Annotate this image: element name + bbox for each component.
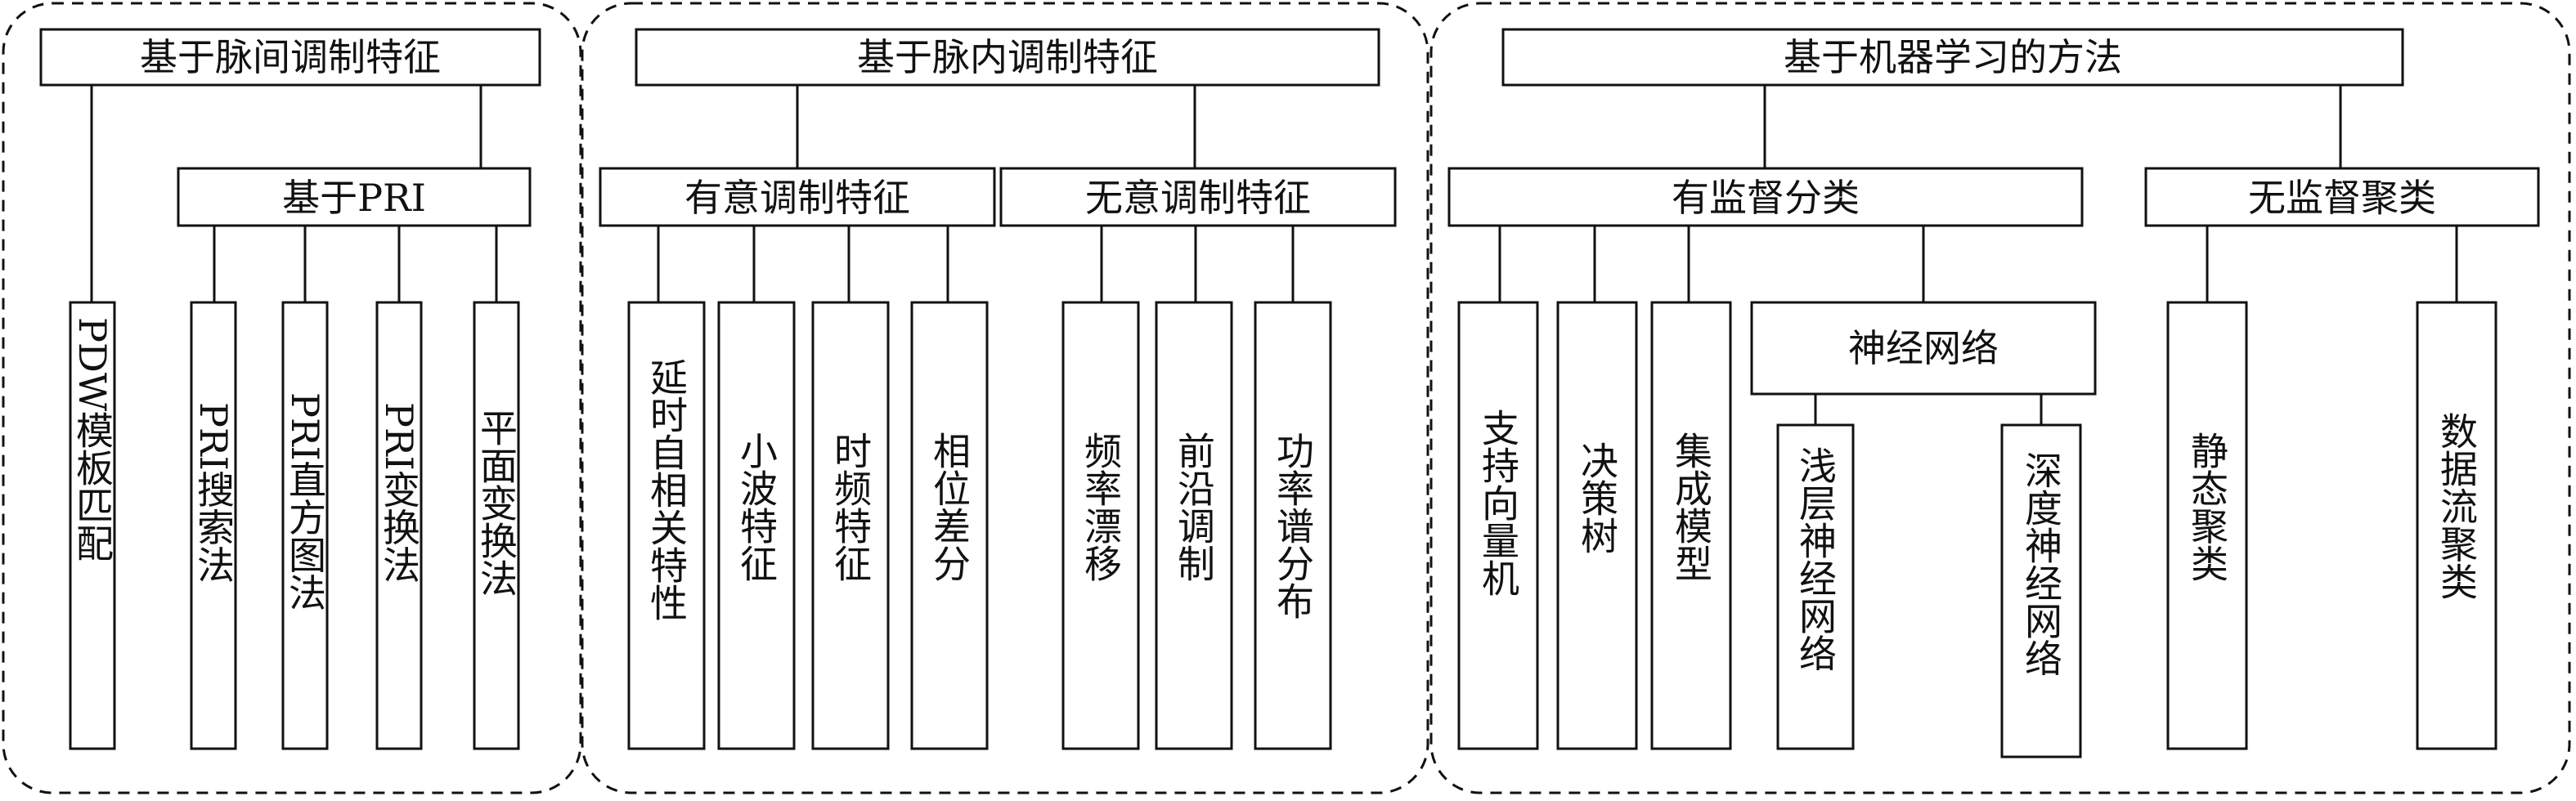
inter-pulse-root: 基于脉间调制特征 (39, 28, 541, 87)
svg-text:功率谱分布: 功率谱分布 (1271, 432, 1315, 620)
svg-text:PRI搜索法: PRI搜索法 (191, 402, 236, 584)
leaf-pri-search: PRI搜索法 (190, 301, 237, 750)
group-intra-pulse (581, 2, 1429, 794)
svg-text:神经网络: 神经网络 (1848, 326, 1999, 370)
unintentional-modulation-node: 无意调制特征 (999, 167, 1397, 227)
svg-text:PRI变换法: PRI变换法 (377, 402, 421, 584)
svg-text:浅层神经网络: 浅层神经网络 (1793, 446, 1838, 672)
leaf-wavelet-feature: 小波特征 (717, 301, 796, 750)
svg-text:支持向量机: 支持向量机 (1476, 409, 1520, 597)
leaf-time-frequency-feature: 时频特征 (811, 301, 890, 750)
leaf-phase-difference: 相位差分 (910, 301, 989, 750)
leaf-power-spectrum: 功率谱分布 (1254, 301, 1332, 750)
intentional-modulation-node: 有意调制特征 (599, 167, 996, 227)
leaf-delay-autocorrelation: 延时自相关特性 (627, 301, 706, 750)
svg-text:无意调制特征: 无意调制特征 (1085, 176, 1311, 220)
svg-text:决策树: 决策树 (1575, 441, 1619, 554)
group-machine-learning (1429, 2, 2571, 794)
svg-text:时频特征: 时频特征 (828, 432, 873, 582)
leaf-support-vector-machine: 支持向量机 (1457, 301, 1539, 750)
machine-learning-title: 基于机器学习的方法 (1784, 35, 2122, 79)
leaf-stream-clustering: 数据流聚类 (2416, 301, 2497, 750)
leaf-ensemble-model: 集成模型 (1650, 301, 1732, 750)
leaf-decision-tree: 决策树 (1556, 301, 1638, 750)
svg-text:频率漂移: 频率漂移 (1079, 432, 1123, 582)
svg-text:前沿调制: 前沿调制 (1172, 432, 1216, 582)
svg-text:有监督分类: 有监督分类 (1672, 176, 1860, 220)
group-inter-pulse (2, 2, 582, 794)
svg-text:相位差分: 相位差分 (927, 432, 972, 582)
leaf-static-clustering: 静态聚类 (2166, 301, 2248, 750)
leaf-leading-edge-modulation: 前沿调制 (1155, 301, 1233, 750)
leaf-plane-transform: 平面变换法 (473, 301, 520, 750)
connectors (90, 85, 2458, 425)
svg-text:延时自相关特性: 延时自相关特性 (644, 358, 689, 621)
svg-text:深度神经网络: 深度神经网络 (2019, 451, 2063, 677)
leaf-deep-neural-network: 深度神经网络 (2000, 423, 2082, 758)
leaf-pdw-template-match: PDW模板匹配 (69, 301, 116, 750)
leaf-pri-histogram: PRI直方图法 (281, 301, 329, 750)
svg-text:平面变换法: 平面变换法 (474, 409, 518, 597)
intra-pulse-title: 基于脉内调制特征 (857, 35, 1158, 79)
svg-text:PDW模板匹配: PDW模板匹配 (70, 317, 114, 562)
leaf-pri-transform: PRI变换法 (375, 301, 423, 750)
leaf-frequency-drift: 频率漂移 (1061, 301, 1140, 750)
svg-text:有意调制特征: 有意调制特征 (684, 176, 910, 220)
svg-text:PRI直方图法: PRI直方图法 (283, 392, 327, 611)
pri-node: 基于PRI (177, 167, 532, 227)
supervised-node: 有监督分类 (1447, 167, 2084, 227)
pri-title: 基于PRI (282, 176, 426, 220)
svg-text:数据流聚类: 数据流聚类 (2435, 412, 2479, 600)
svg-text:静态聚类: 静态聚类 (2185, 432, 2229, 582)
svg-text:集成模型: 集成模型 (1669, 432, 1713, 582)
inter-pulse-title: 基于脉间调制特征 (140, 35, 441, 79)
neural-network-node: 神经网络 (1750, 301, 2097, 396)
leaf-shallow-neural-network: 浅层神经网络 (1776, 423, 1855, 750)
machine-learning-root: 基于机器学习的方法 (1501, 28, 2404, 87)
svg-text:小波特征: 小波特征 (734, 432, 779, 582)
intra-pulse-root: 基于脉内调制特征 (635, 28, 1380, 87)
unsupervised-node: 无监督聚类 (2144, 167, 2540, 227)
svg-text:无监督聚类: 无监督聚类 (2248, 176, 2436, 220)
